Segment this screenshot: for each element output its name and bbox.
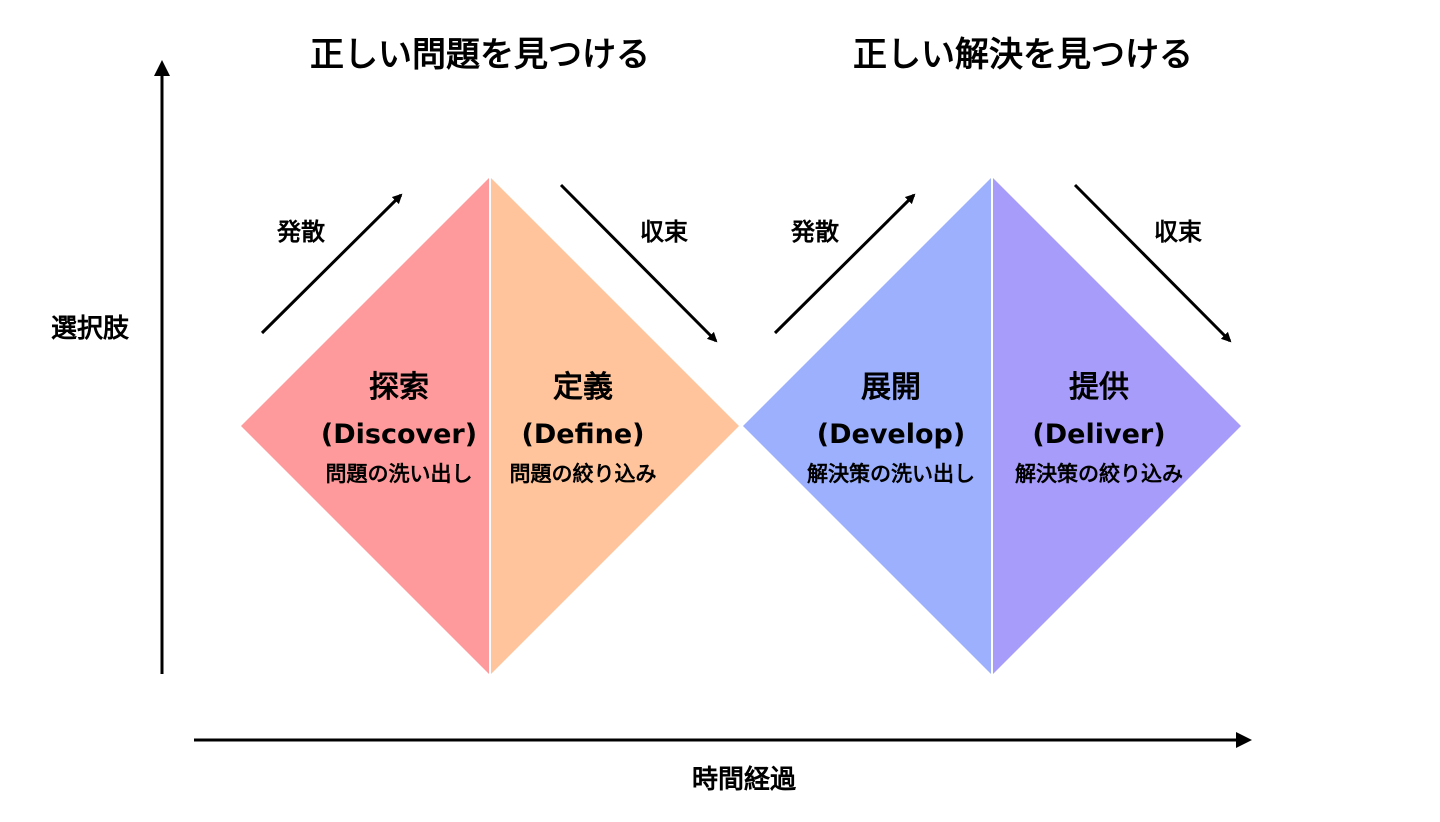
x-axis-label: 時間経過 (692, 764, 797, 795)
phase-en-deliver: (Deliver) (1032, 419, 1165, 450)
phase-desc-discover: 問題の洗い出し (326, 462, 473, 486)
converge-arrow-2 (1073, 183, 1232, 343)
diverge-arrow-1 (260, 193, 403, 335)
phase-shape-discover (241, 178, 489, 674)
phase-en-develop: (Develop) (817, 419, 965, 450)
diverge-arrow-2 (773, 193, 916, 335)
phase-desc-define: 問題の絞り込み (510, 462, 657, 486)
phase-en-discover: (Discover) (321, 419, 477, 450)
phase-title-develop: 展開 (861, 370, 921, 405)
converge-label-2: 収束 (1154, 218, 1203, 246)
phase-title-define: 定義 (553, 370, 613, 405)
x-axis-arrowhead (1236, 732, 1252, 748)
phase-shape-deliver (993, 178, 1241, 674)
phase-title-discover: 探索 (369, 370, 429, 405)
diverge-label-1: 発散 (276, 218, 325, 246)
y-axis-arrowhead (154, 60, 170, 76)
y-axis-label: 選択肢 (51, 314, 130, 344)
heading-find-right-solution: 正しい解決を見つける (853, 35, 1193, 75)
phase-desc-develop: 解決策の洗い出し (807, 462, 975, 486)
converge-arrow-1 (559, 183, 718, 343)
heading-find-right-problem: 正しい問題を見つける (310, 35, 650, 75)
phase-title-deliver: 提供 (1069, 370, 1129, 405)
phase-en-define: (Define) (522, 419, 645, 450)
converge-label-1: 収束 (640, 218, 689, 246)
phase-shape-develop (743, 178, 991, 674)
diverge-label-2: 発散 (790, 218, 839, 246)
phase-shape-define (491, 178, 739, 674)
phase-desc-deliver: 解決策の絞り込み (1015, 462, 1183, 486)
